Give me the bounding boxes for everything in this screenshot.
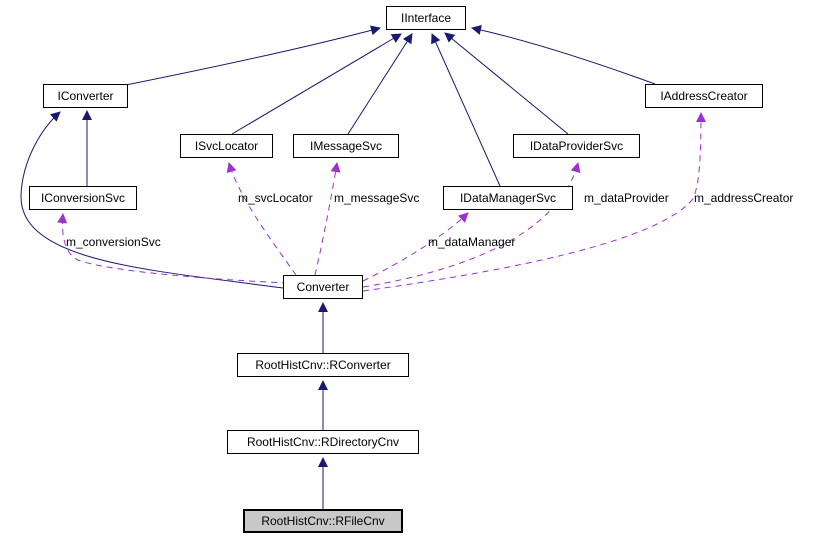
inheritance-edge-idataprovidersvc-to-iinterface [444,32,569,135]
inheritance-edge-imessagesvc-to-iinterface [347,33,413,135]
edge-label-m_conversionSvc: m_conversionSvc [66,235,161,249]
usage-edge-converter-to-iconversionsvc [57,213,289,284]
inheritance-edge-iaddresscreator-to-iinterface [471,25,656,85]
inheritance-edge-converter-to-iconverter [20,111,284,289]
edge-label-m_dataProvider: m_dataProvider [584,191,669,205]
node-iconverter[interactable]: IConverter [43,84,128,108]
usage-edge-converter-to-idataprovidersvc [362,162,581,288]
node-rconverter[interactable]: RootHistCnv::RConverter [237,353,409,377]
node-rfilecnv: RootHistCnv::RFileCnv [243,509,403,533]
inheritance-edge-iconverter-to-iinterface [125,25,381,86]
node-isvclocator[interactable]: ISvcLocator [180,134,273,158]
edge-label-m_dataManager: m_dataManager [428,235,516,249]
edge-label-m_messageSvc: m_messageSvc [334,191,420,205]
node-rdirectorycnv[interactable]: RootHistCnv::RDirectoryCnv [227,430,419,454]
inheritance-edge-idatamanagersvc-to-iinterface [431,33,501,187]
node-iinterface[interactable]: IInterface [386,6,466,30]
node-imessagesvc[interactable]: IMessageSvc [293,134,399,158]
node-idatamanagersvc[interactable]: IDataManagerSvc [443,186,573,210]
node-converter[interactable]: Converter [283,275,363,299]
edge-label-m_svcLocator: m_svcLocator [238,191,313,205]
usage-edge-converter-to-iaddresscreator [362,112,706,292]
usage-edge-converter-to-imessagesvc [314,162,341,276]
edge-label-m_addressCreator: m_addressCreator [694,191,794,205]
inheritance-edge-isvclocator-to-iinterface [231,33,402,135]
node-idataprovidersvc[interactable]: IDataProviderSvc [513,134,640,158]
usage-edge-converter-to-idatamanagersvc [362,212,469,282]
usage-edge-converter-to-isvclocator [226,162,297,276]
node-iaddresscreator[interactable]: IAddressCreator [645,84,763,108]
node-iconversionsvc[interactable]: IConversionSvc [29,186,137,210]
